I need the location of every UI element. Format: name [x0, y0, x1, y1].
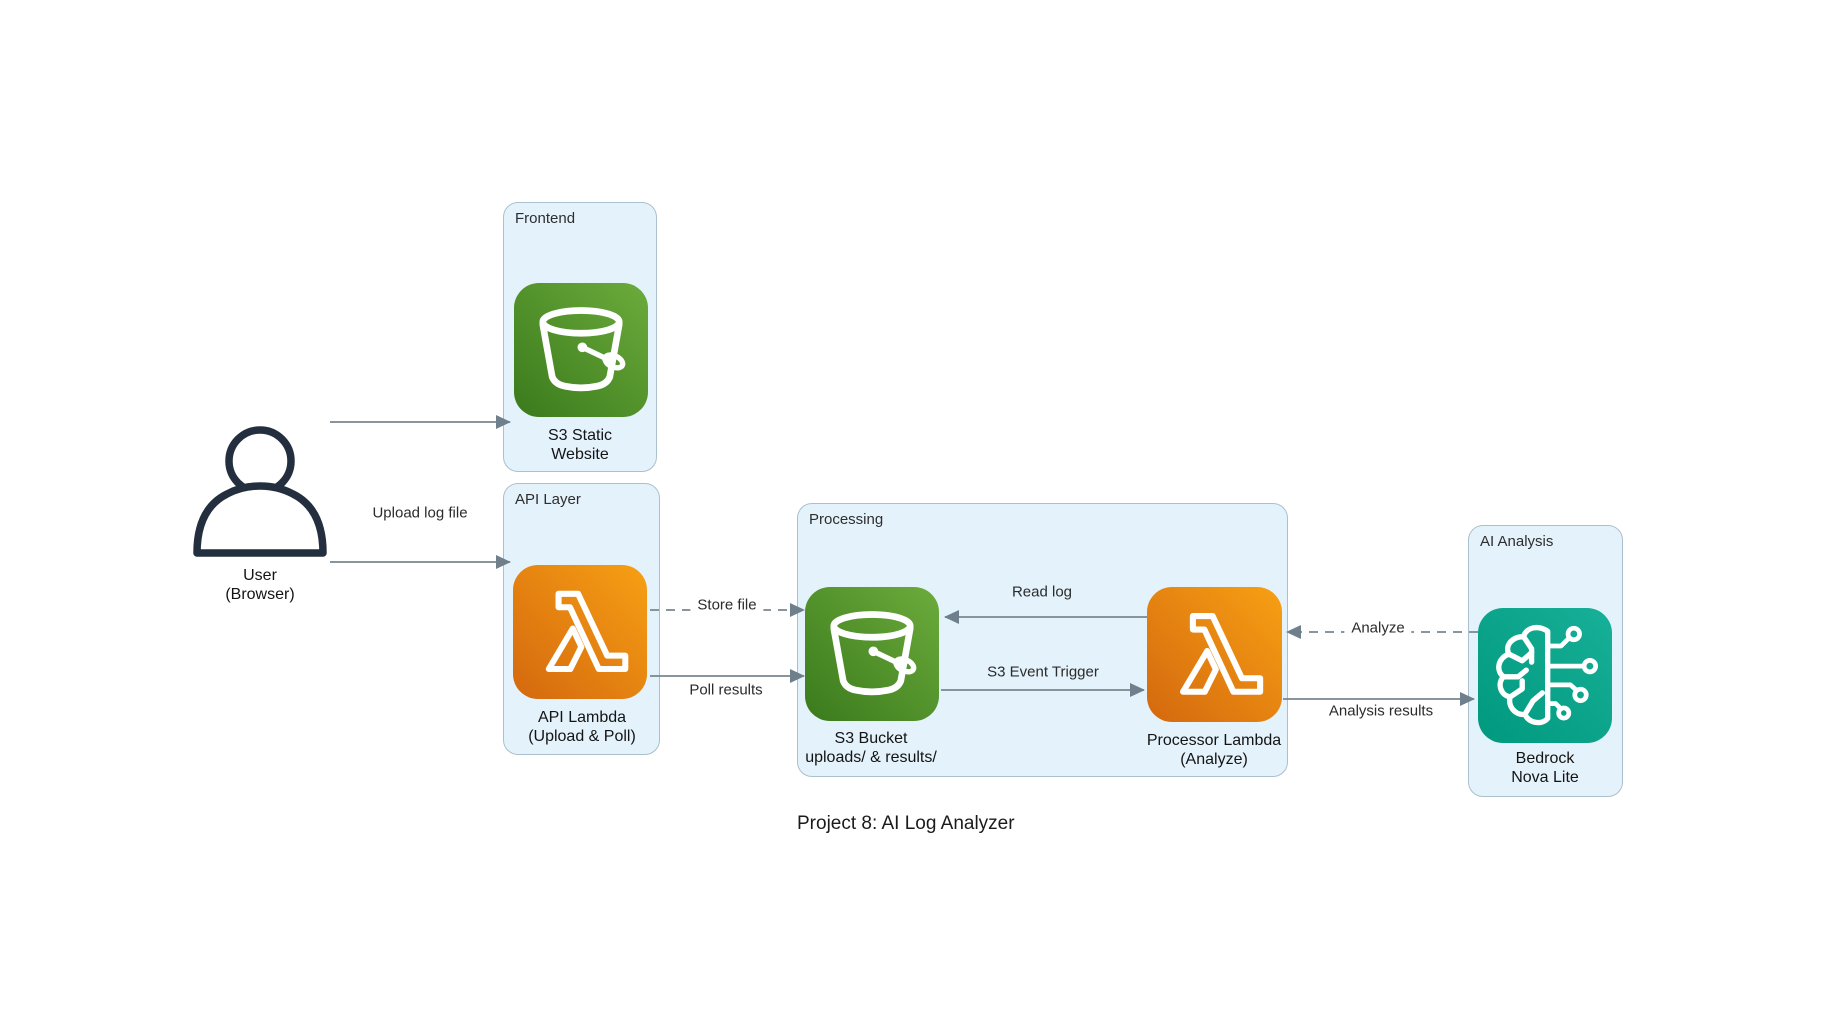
edge-label-store-file: Store file	[690, 596, 764, 614]
group-frontend-title: Frontend	[515, 210, 576, 227]
edge-label-upload-log-file: Upload log file	[372, 504, 468, 522]
group-processing-title: Processing	[809, 511, 884, 528]
lambda-icon	[513, 565, 647, 699]
edge-label-analyze: Analyze	[1344, 619, 1412, 637]
edge-label-read-log: Read log	[1011, 583, 1073, 601]
user-node	[185, 425, 335, 565]
group-ai-analysis-title: AI Analysis	[1480, 533, 1554, 550]
node-api-lambda-line2: (Upload & Poll)	[528, 728, 636, 745]
node-s3-bucket-label: S3 Bucket uploads/ & results/	[805, 729, 937, 767]
user-label-line2: (Browser)	[225, 586, 295, 603]
edge-label-s3-event-trigger: S3 Event Trigger	[987, 663, 1099, 681]
node-api-lambda-line1: API Lambda	[537, 709, 627, 726]
edge-label-poll-results: Poll results	[689, 681, 763, 699]
node-s3-static-line1: S3 Static	[547, 427, 613, 444]
bedrock-icon	[1478, 608, 1612, 743]
node-api-lambda-label: API Lambda (Upload & Poll)	[528, 708, 636, 746]
edge-label-analysis-results: Analysis results	[1328, 702, 1434, 720]
node-s3-static-line2: Website	[551, 446, 609, 463]
node-processor-lambda-line2: (Analyze)	[1180, 751, 1248, 768]
s3-bucket-icon	[805, 587, 939, 721]
person-icon	[193, 426, 327, 557]
node-s3-static-label: S3 Static Website	[548, 426, 612, 464]
node-bedrock-label: Bedrock Nova Lite	[1511, 749, 1579, 787]
node-bedrock-line2: Nova Lite	[1511, 769, 1579, 786]
group-api-layer-title: API Layer	[515, 491, 581, 508]
node-processor-lambda-label: Processor Lambda (Analyze)	[1147, 731, 1281, 769]
lambda-icon	[1147, 587, 1282, 722]
user-label: User (Browser)	[225, 566, 294, 604]
node-s3-bucket-line1: S3 Bucket	[834, 730, 908, 747]
node-s3-bucket-line2: uploads/ & results/	[805, 749, 937, 766]
node-processor-lambda-line1: Processor Lambda	[1146, 732, 1282, 749]
diagram-title: Project 8: AI Log Analyzer	[797, 813, 1015, 834]
node-bedrock-line1: Bedrock	[1515, 750, 1575, 767]
s3-bucket-icon	[514, 283, 648, 417]
user-label-line1: User	[243, 567, 277, 584]
